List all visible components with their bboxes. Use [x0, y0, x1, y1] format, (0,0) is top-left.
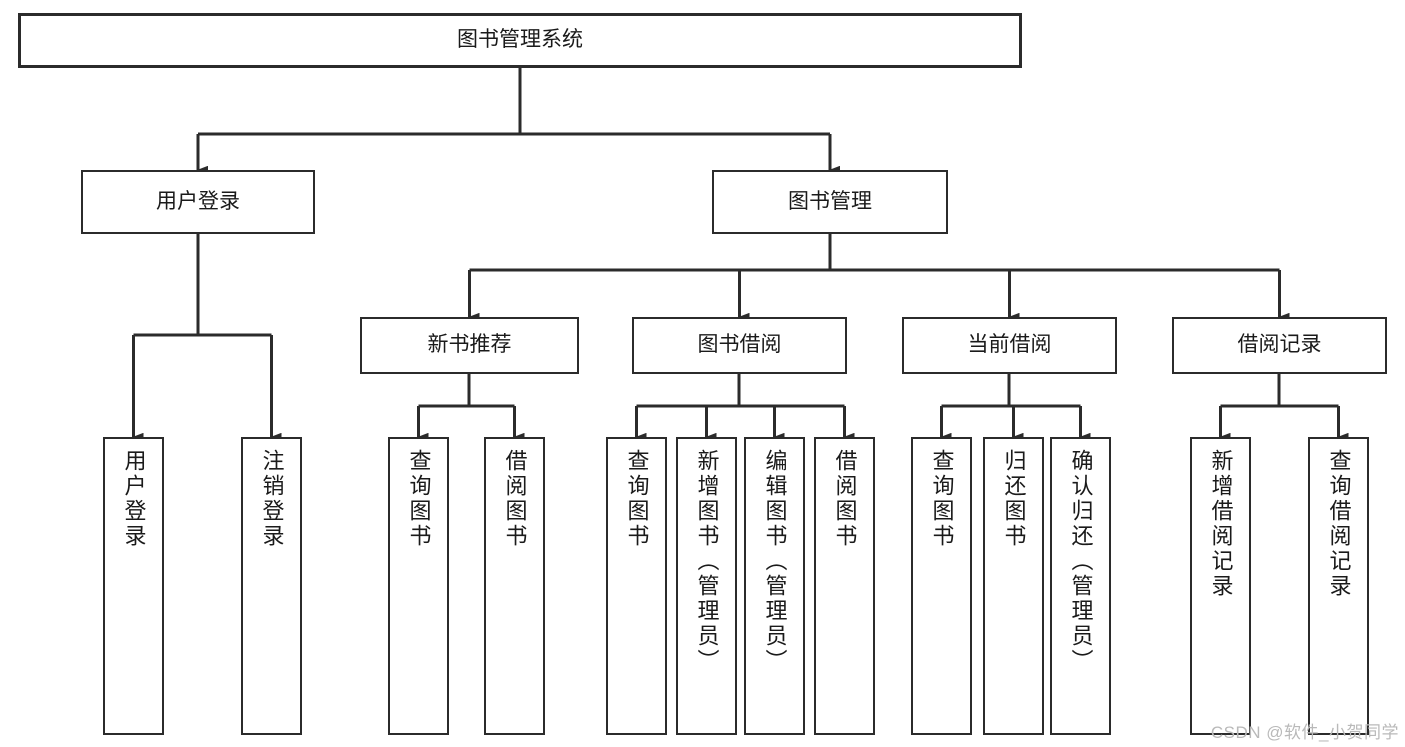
- node-leaf7: 编辑图书（管理员）: [744, 437, 805, 735]
- node-root: 图书管理系统: [18, 13, 1022, 68]
- node-leaf13: 查询借阅记录: [1308, 437, 1369, 735]
- node-label: 借阅记录: [1237, 333, 1322, 357]
- node-label: 编辑图书（管理员）: [762, 449, 788, 674]
- node-leaf6: 新增图书（管理员）: [676, 437, 737, 735]
- node-label: 图书管理系统: [457, 28, 583, 52]
- node-label: 查询借阅记录: [1326, 449, 1352, 599]
- node-label: 用户登录: [121, 449, 147, 549]
- node-records: 借阅记录: [1172, 317, 1387, 374]
- node-label: 归还图书: [1001, 449, 1027, 549]
- node-label: 新书推荐: [427, 333, 512, 357]
- node-label: 查询图书: [624, 449, 650, 549]
- node-leaf10: 归还图书: [983, 437, 1044, 735]
- node-bookmgmt: 图书管理: [712, 170, 948, 234]
- node-leaf12: 新增借阅记录: [1190, 437, 1251, 735]
- node-label: 借阅图书: [502, 449, 528, 549]
- node-label: 确认归还（管理员）: [1068, 449, 1094, 674]
- node-label: 借阅图书: [832, 449, 858, 549]
- node-borrow: 图书借阅: [632, 317, 847, 374]
- node-leaf2: 注销登录: [241, 437, 302, 735]
- node-leaf3: 查询图书: [388, 437, 449, 735]
- node-label: 新增借阅记录: [1208, 449, 1234, 599]
- node-leaf4: 借阅图书: [484, 437, 545, 735]
- node-login: 用户登录: [81, 170, 315, 234]
- node-newbook: 新书推荐: [360, 317, 579, 374]
- node-label: 查询图书: [406, 449, 432, 549]
- node-leaf9: 查询图书: [911, 437, 972, 735]
- node-current: 当前借阅: [902, 317, 1117, 374]
- node-label: 当前借阅: [967, 333, 1052, 357]
- node-label: 注销登录: [259, 449, 285, 549]
- node-label: 用户登录: [156, 189, 240, 213]
- node-leaf8: 借阅图书: [814, 437, 875, 735]
- node-label: 图书管理: [788, 189, 872, 213]
- node-label: 查询图书: [929, 449, 955, 549]
- node-leaf1: 用户登录: [103, 437, 164, 735]
- node-leaf5: 查询图书: [606, 437, 667, 735]
- node-label: 图书借阅: [697, 333, 782, 357]
- node-leaf11: 确认归还（管理员）: [1050, 437, 1111, 735]
- node-label: 新增图书（管理员）: [694, 449, 720, 674]
